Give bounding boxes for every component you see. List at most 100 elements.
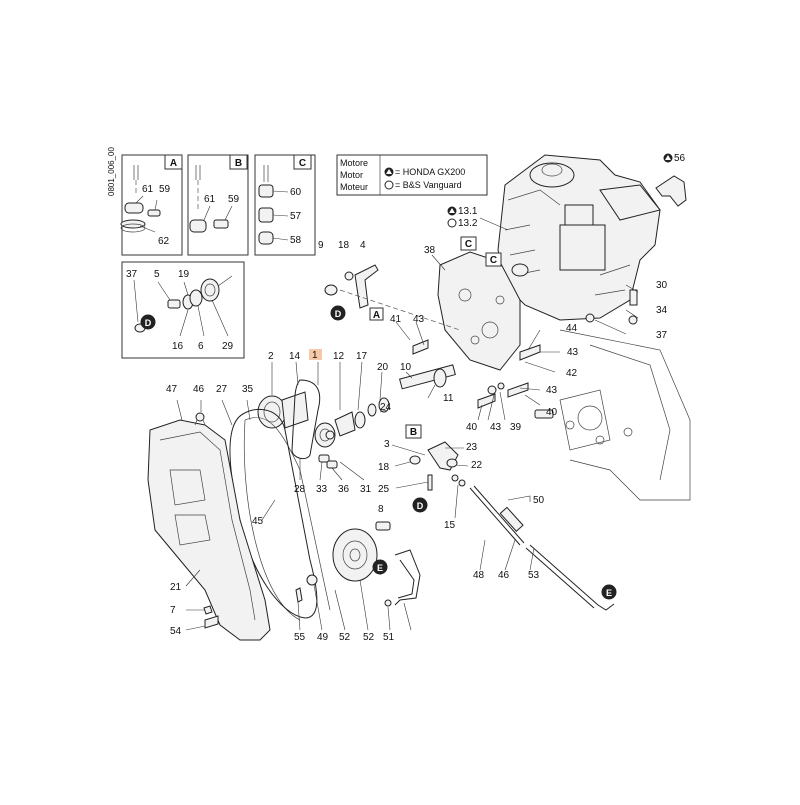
detail-c-letter: C — [299, 158, 306, 169]
callout-c-57: 57 — [290, 211, 302, 222]
marker-d-1: D — [335, 309, 342, 319]
callout-41: 41 — [390, 314, 402, 325]
callout-43-c: 43 — [546, 385, 558, 396]
callout-44: 44 — [566, 323, 578, 334]
callout-25: 25 — [378, 484, 390, 495]
callout-21: 46 — [498, 570, 510, 581]
drawing-code: 0801_006_00 — [107, 147, 116, 196]
callout-20: 20 — [377, 362, 389, 373]
callout-2: 2 — [268, 351, 274, 362]
callout-46-bottom: 54 — [170, 626, 182, 637]
callout-42: 42 — [566, 368, 578, 379]
legend-title-de: Motor — [340, 170, 363, 180]
marker-e-1: E — [606, 588, 612, 598]
callout-40-b: 40 — [466, 422, 478, 433]
callout-49: 52 — [363, 632, 375, 643]
callout-a-62: 62 — [158, 236, 170, 247]
callout-11: 11 — [443, 393, 454, 404]
callout-32: 33 — [316, 484, 328, 495]
callout-56: 56 — [674, 153, 686, 164]
callout-40-a: 40 — [546, 407, 558, 418]
callout-37: 37 — [656, 330, 668, 341]
callout-c-60: 60 — [290, 187, 302, 198]
callout-33: 31 — [360, 484, 372, 495]
callout-54: 49 — [317, 632, 329, 643]
callout-55: 52 — [339, 632, 351, 643]
callout-50: 8 — [378, 504, 384, 515]
callout-13-1: 13.1 — [458, 206, 478, 217]
callout-35: 35 — [242, 384, 254, 395]
highlight-box — [309, 349, 322, 360]
ref-c-2: C — [490, 255, 497, 266]
callout-12: 12 — [333, 351, 345, 362]
lever-group-a: D A 9 18 4 — [318, 240, 461, 331]
callout-45: 21 — [170, 582, 182, 593]
callout-10: 10 — [400, 362, 412, 373]
callout-28: 36 — [338, 484, 350, 495]
callout-52: 51 — [383, 632, 395, 643]
frame — [559, 329, 691, 501]
callout-9: 9 — [318, 240, 324, 251]
callout-d-6: 6 — [198, 341, 204, 352]
lever-group-b: B D 3 23 22 18 25 15 — [378, 424, 483, 531]
callout-38: 38 — [424, 245, 436, 256]
legend-title-fr: Moteur — [340, 182, 368, 192]
callout-43-a: 43 — [413, 314, 425, 325]
ref-c-1: C — [465, 239, 472, 250]
engine: 56 13.1 13.2 — [447, 153, 687, 321]
callout-15: 45 — [252, 516, 264, 527]
callout-34: 34 — [656, 305, 668, 316]
callout-18-mid: 18 — [378, 462, 390, 473]
callout-d-16: 16 — [172, 341, 184, 352]
callout-46-top: 46 — [193, 384, 205, 395]
marker-d-2: D — [417, 501, 424, 511]
callout-d-5: 5 — [154, 269, 160, 280]
detail-box-b: B 61 59 — [187, 154, 249, 256]
callout-d-37: 37 — [126, 269, 138, 280]
callout-d-29: 29 — [222, 341, 234, 352]
detail-b-letter: B — [235, 158, 242, 169]
drive-shaft-group: 41 43 44 43 42 43 40 39 43 40 30 34 37 — [367, 280, 668, 433]
callout-27: 27 — [216, 384, 228, 395]
callout-d-19: 19 — [178, 269, 190, 280]
callout-36: 15 — [444, 520, 456, 531]
callout-26: 28 — [294, 484, 306, 495]
callout-3: 3 — [384, 439, 390, 450]
callout-b-61: 61 — [204, 194, 216, 205]
marker-e-2: E — [377, 563, 383, 573]
detail-a-letter: A — [170, 158, 177, 169]
callout-c-58: 58 — [290, 235, 302, 246]
callout-a-59: 59 — [159, 184, 171, 195]
callout-13-2: 13.2 — [458, 218, 478, 229]
detail-box-c: C 60 57 58 — [254, 154, 316, 256]
callout-31: 50 — [533, 495, 545, 506]
pulley-group: 2 14 1 12 17 20 10 11 24 47 46 27 35 28 … — [166, 349, 454, 621]
callout-8: 48 — [473, 570, 485, 581]
callout-30: 30 — [656, 280, 668, 291]
callout-47: 47 — [166, 384, 178, 395]
belt-cover: 21 7 54 55 49 52 — [147, 399, 351, 643]
callout-1: 1 — [312, 350, 318, 361]
callout-14: 14 — [289, 351, 301, 362]
legend-honda: = HONDA GX200 — [395, 167, 465, 177]
legend-title-it: Motore — [340, 158, 368, 168]
legend-briggs: = B&S Vanguard — [395, 180, 462, 190]
callout-4: 4 — [360, 240, 366, 251]
callout-b-59: 59 — [228, 194, 240, 205]
detail-d-marker: D — [145, 318, 152, 328]
callout-18-top: 18 — [338, 240, 350, 251]
callout-43-b: 43 — [567, 347, 579, 358]
callout-24: 24 — [380, 402, 392, 413]
callout-39: 39 — [510, 422, 522, 433]
ref-a: A — [373, 310, 380, 321]
callout-48: 7 — [170, 605, 176, 616]
callout-17: 17 — [356, 351, 368, 362]
callout-23: 23 — [466, 442, 478, 453]
callout-43-d: 43 — [490, 422, 502, 433]
bracket-51: E 52 51 — [359, 549, 421, 643]
gear-housing: C C 38 — [424, 236, 521, 371]
callout-22: 22 — [471, 460, 483, 471]
callout-53: 55 — [294, 632, 306, 643]
